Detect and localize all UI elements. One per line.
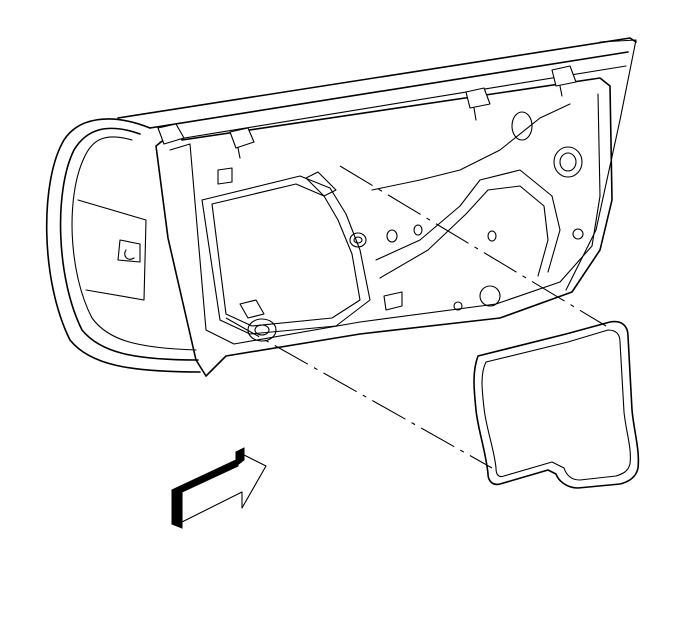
alignment-lines [225, 165, 607, 469]
hinge-face [77, 199, 147, 301]
door-inner-panel [155, 65, 613, 377]
door-outer-shell [45, 37, 637, 373]
direction-arrow-icon [171, 447, 267, 529]
water-deflector [473, 320, 640, 489]
